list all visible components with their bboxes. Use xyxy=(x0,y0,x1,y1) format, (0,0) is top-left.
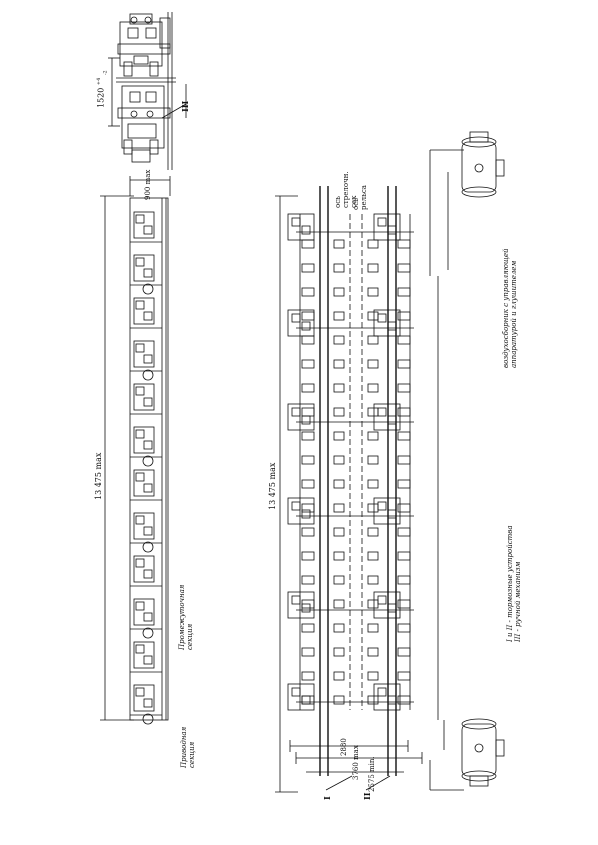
gauge-tolerance-minus: -2 xyxy=(102,70,109,76)
end-view-drawing xyxy=(108,12,187,170)
sleeper-row xyxy=(301,335,411,345)
legend-line2: III - ручной механизм xyxy=(514,561,522,642)
gauge-tolerance-plus: +4 xyxy=(96,77,102,86)
sleeper-row xyxy=(301,623,411,633)
brake-unit-cluster xyxy=(287,403,414,431)
sleeper-row xyxy=(301,527,411,537)
gauge-dimension-label: 1520 +4 -2 xyxy=(96,70,108,108)
sleeper-row xyxy=(301,479,411,489)
sleeper-row xyxy=(301,287,411,297)
sleeper-row xyxy=(301,407,411,417)
sleeper-row xyxy=(301,263,411,273)
side-overall-length: 13 475 max xyxy=(94,452,103,500)
sleeper-row xyxy=(301,575,411,585)
sleeper-row xyxy=(301,383,411,393)
brake-unit-cluster xyxy=(287,591,414,619)
intermediate-section-label: Промежуточная секция xyxy=(178,585,194,650)
switch-axis-line2: стрелочн. xyxy=(342,171,350,208)
side-brake-block xyxy=(130,211,162,243)
side-view-drawing xyxy=(100,176,171,725)
sleeper-row xyxy=(301,551,411,561)
side-brake-block xyxy=(130,641,162,673)
brake-unit-cluster xyxy=(287,213,414,241)
gauge-value: 1520 xyxy=(96,87,106,108)
brake-unit-cluster xyxy=(287,309,414,337)
air-supply-note: воздухосборник с управляющей аппаратурой… xyxy=(502,248,518,368)
switch-axis-line1: ось xyxy=(334,196,342,208)
dim-2880: 2880 xyxy=(340,738,348,756)
side-brake-block xyxy=(130,426,162,467)
sleeper-row xyxy=(301,431,411,441)
sleeper-row xyxy=(301,671,411,681)
air-supply-line1: воздухосборник с управляющей xyxy=(502,248,510,368)
air-supply-line2: аппаратурой и глушителем xyxy=(510,260,518,368)
side-brake-block xyxy=(130,340,162,381)
brake-unit-cluster xyxy=(287,683,414,711)
dim-2575: 2575 min. xyxy=(368,756,376,792)
sleeper-row xyxy=(301,647,411,657)
plan-view-drawing xyxy=(275,149,464,793)
side-brake-block xyxy=(130,254,162,295)
legend-line1: I и II - тормозные устройства xyxy=(506,525,514,642)
switch-axis-line3: сек xyxy=(350,195,358,208)
side-brake-block xyxy=(130,469,162,501)
side-brake-block xyxy=(130,297,162,329)
side-brake-block xyxy=(130,383,162,415)
intermediate-section-line1: Промежуточная xyxy=(178,584,186,650)
side-brake-block xyxy=(130,684,162,725)
sleeper-row xyxy=(301,239,411,249)
sleeper-row xyxy=(301,455,411,465)
sleeper-row xyxy=(301,503,411,513)
plan-overall-length: 13 475 max xyxy=(268,462,277,510)
side-brake-block xyxy=(130,512,162,553)
side-width-dimension: 900 max xyxy=(144,169,152,200)
drive-section-line2: секция xyxy=(188,741,196,768)
air-reservoir-bottom xyxy=(461,718,505,787)
callout-I: I xyxy=(322,796,332,800)
brake-unit-cluster xyxy=(287,497,414,525)
side-brake-block xyxy=(130,598,162,639)
sleeper-row xyxy=(301,695,411,705)
intermediate-section-line2: секция xyxy=(186,623,194,650)
air-reservoir-top xyxy=(461,131,505,198)
legend-note: I и II - тормозные устройства III - ручн… xyxy=(506,525,522,642)
dim-3760: 3760 max xyxy=(352,745,360,780)
sleeper-row xyxy=(301,599,411,609)
switch-axis-label: ось стрелочн. сек xyxy=(334,171,358,208)
callout-II: II xyxy=(362,792,372,800)
drive-section-line1: Приводная xyxy=(180,726,188,768)
sleeper-row xyxy=(301,359,411,369)
drive-section-label: Приводная секция xyxy=(180,727,196,768)
rail-axis-line2: рельса xyxy=(360,185,368,210)
callout-III: III xyxy=(180,100,190,112)
side-brake-block xyxy=(130,555,162,587)
sleeper-row xyxy=(301,311,411,321)
